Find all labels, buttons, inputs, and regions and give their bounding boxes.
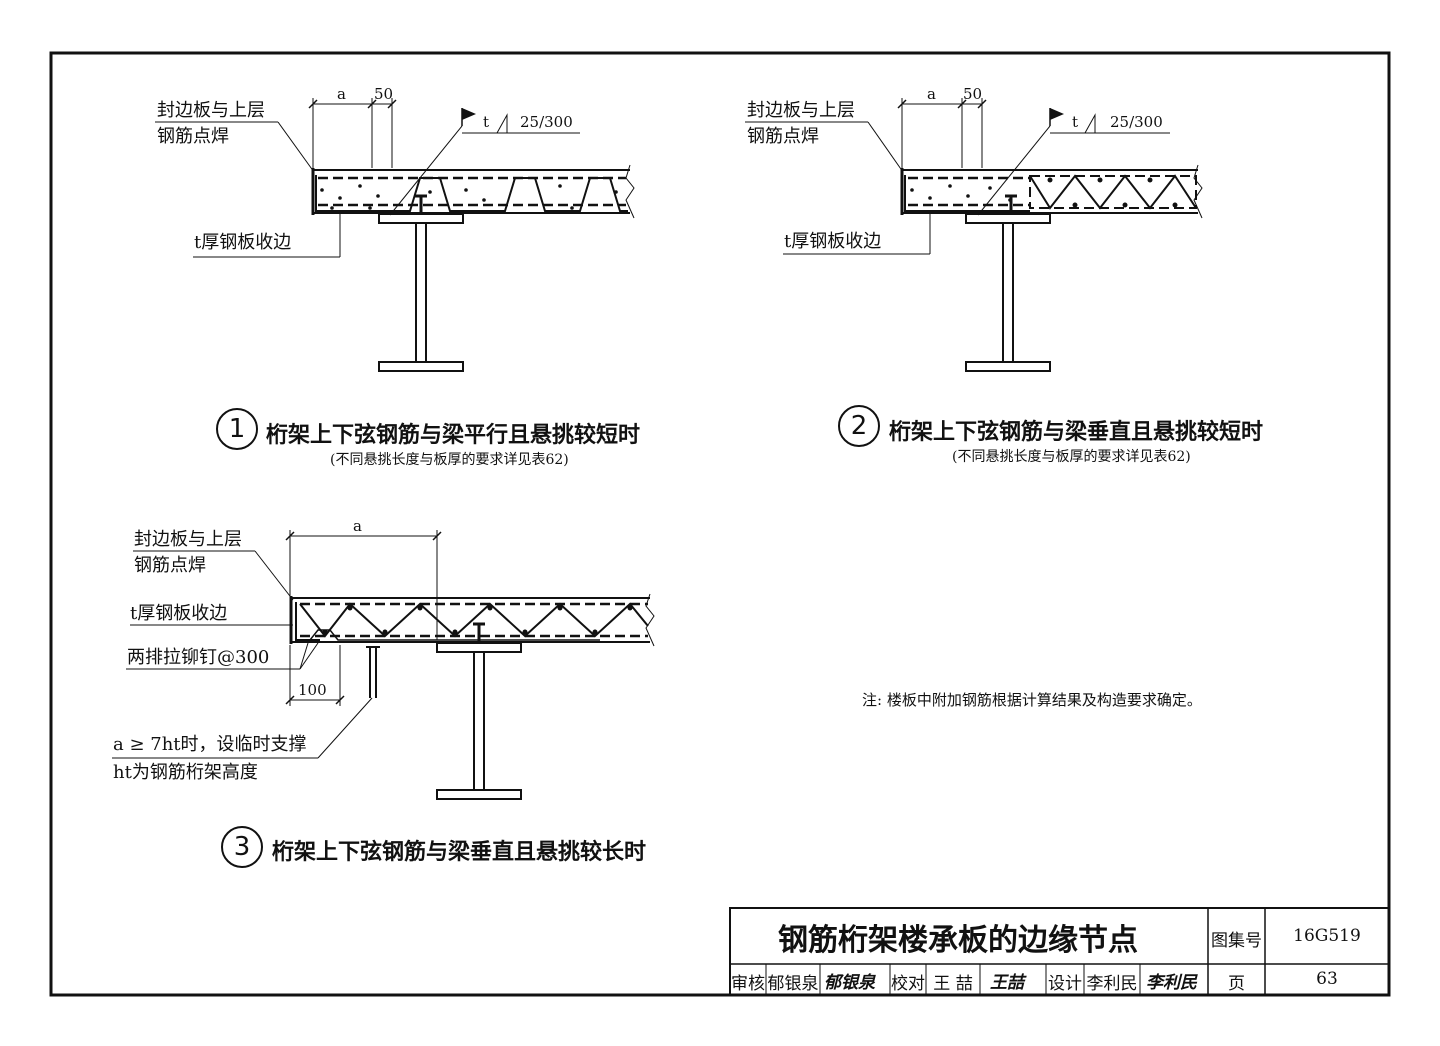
sheet-frame	[49, 51, 1391, 997]
detail-3-number-circle: 3	[221, 826, 263, 868]
detail-2-label-trim: t厚钢板收边	[784, 231, 882, 252]
detail-2-dim-50: 50	[963, 85, 983, 103]
detail-1-weld-spec: 25/300	[520, 113, 573, 131]
detail-3-drawing	[112, 530, 655, 800]
title-block-review-label: 审核	[731, 974, 765, 994]
detail-3-label-edge-line1: 封边板与上层	[134, 529, 242, 550]
title-block-review-signature: 郁银泉	[824, 973, 875, 993]
detail-3-label-edge-line2: 钢筋点焊	[134, 555, 206, 576]
detail-2-number-circle: 2	[838, 405, 880, 447]
detail-1-label-trim: t厚钢板收边	[194, 232, 292, 253]
detail-2-label-edge-line1: 封边板与上层	[747, 100, 855, 121]
detail-3-label-trim: t厚钢板收边	[130, 603, 228, 624]
title-block-review-name: 郁银泉	[767, 974, 819, 994]
title-block-page-label: 页	[1228, 974, 1245, 994]
detail-1-dim-50: 50	[374, 85, 394, 103]
detail-3-dim-100: 100	[298, 681, 327, 699]
title-block-check-signature: 王喆	[990, 973, 1024, 993]
title-block-check-label: 校对	[891, 974, 925, 994]
detail-1-number-circle: 1	[216, 408, 258, 450]
detail-2-dim-a: a	[927, 85, 936, 103]
detail-2-label-edge-line2: 钢筋点焊	[747, 126, 819, 147]
detail-1-subtitle: (不同悬挑长度与板厚的要求详见表62)	[330, 452, 569, 468]
detail-3-dim-a: a	[353, 517, 362, 535]
detail-2-subtitle: (不同悬挑长度与板厚的要求详见表62)	[952, 449, 1191, 465]
detail-1-title: 桁架上下弦钢筋与梁平行且悬挑较短时	[266, 423, 641, 448]
detail-2-drawing	[745, 98, 1203, 372]
detail-3-label-ht: ht为钢筋桁架高度	[113, 762, 258, 783]
title-block-title: 钢筋桁架楼承板的边缘节点	[778, 923, 1138, 958]
title-block-atlas-label: 图集号	[1211, 931, 1262, 951]
drawing-note: 注: 楼板中附加钢筋根据计算结果及构造要求确定。	[862, 691, 1202, 709]
title-block-atlas-number: 16G519	[1293, 926, 1361, 946]
detail-1-drawing	[155, 98, 635, 372]
title-block-design-signature: 李利民	[1146, 973, 1197, 993]
detail-1-weld-symbol: t	[483, 113, 490, 131]
detail-1-label-edge-line2: 钢筋点焊	[157, 126, 229, 147]
detail-3-title: 桁架上下弦钢筋与梁垂直且悬挑较长时	[272, 840, 647, 865]
title-block-grid	[729, 907, 1390, 996]
title-block-design-name: 李利民	[1086, 974, 1138, 994]
detail-2-title: 桁架上下弦钢筋与梁垂直且悬挑较短时	[889, 420, 1264, 445]
detail-3-label-support: a ≥ 7ht时，设临时支撑	[113, 734, 307, 755]
detail-2-weld-symbol: t	[1072, 113, 1079, 131]
detail-1-label-edge-line1: 封边板与上层	[157, 100, 265, 121]
detail-1-dim-a: a	[337, 85, 346, 103]
title-block-page-number: 63	[1316, 969, 1338, 989]
title-block-check-name: 王 喆	[933, 974, 973, 994]
detail-3-label-rivet: 两排拉铆钉@300	[127, 647, 270, 668]
detail-2-weld-spec: 25/300	[1110, 113, 1163, 131]
title-block-design-label: 设计	[1048, 974, 1082, 994]
